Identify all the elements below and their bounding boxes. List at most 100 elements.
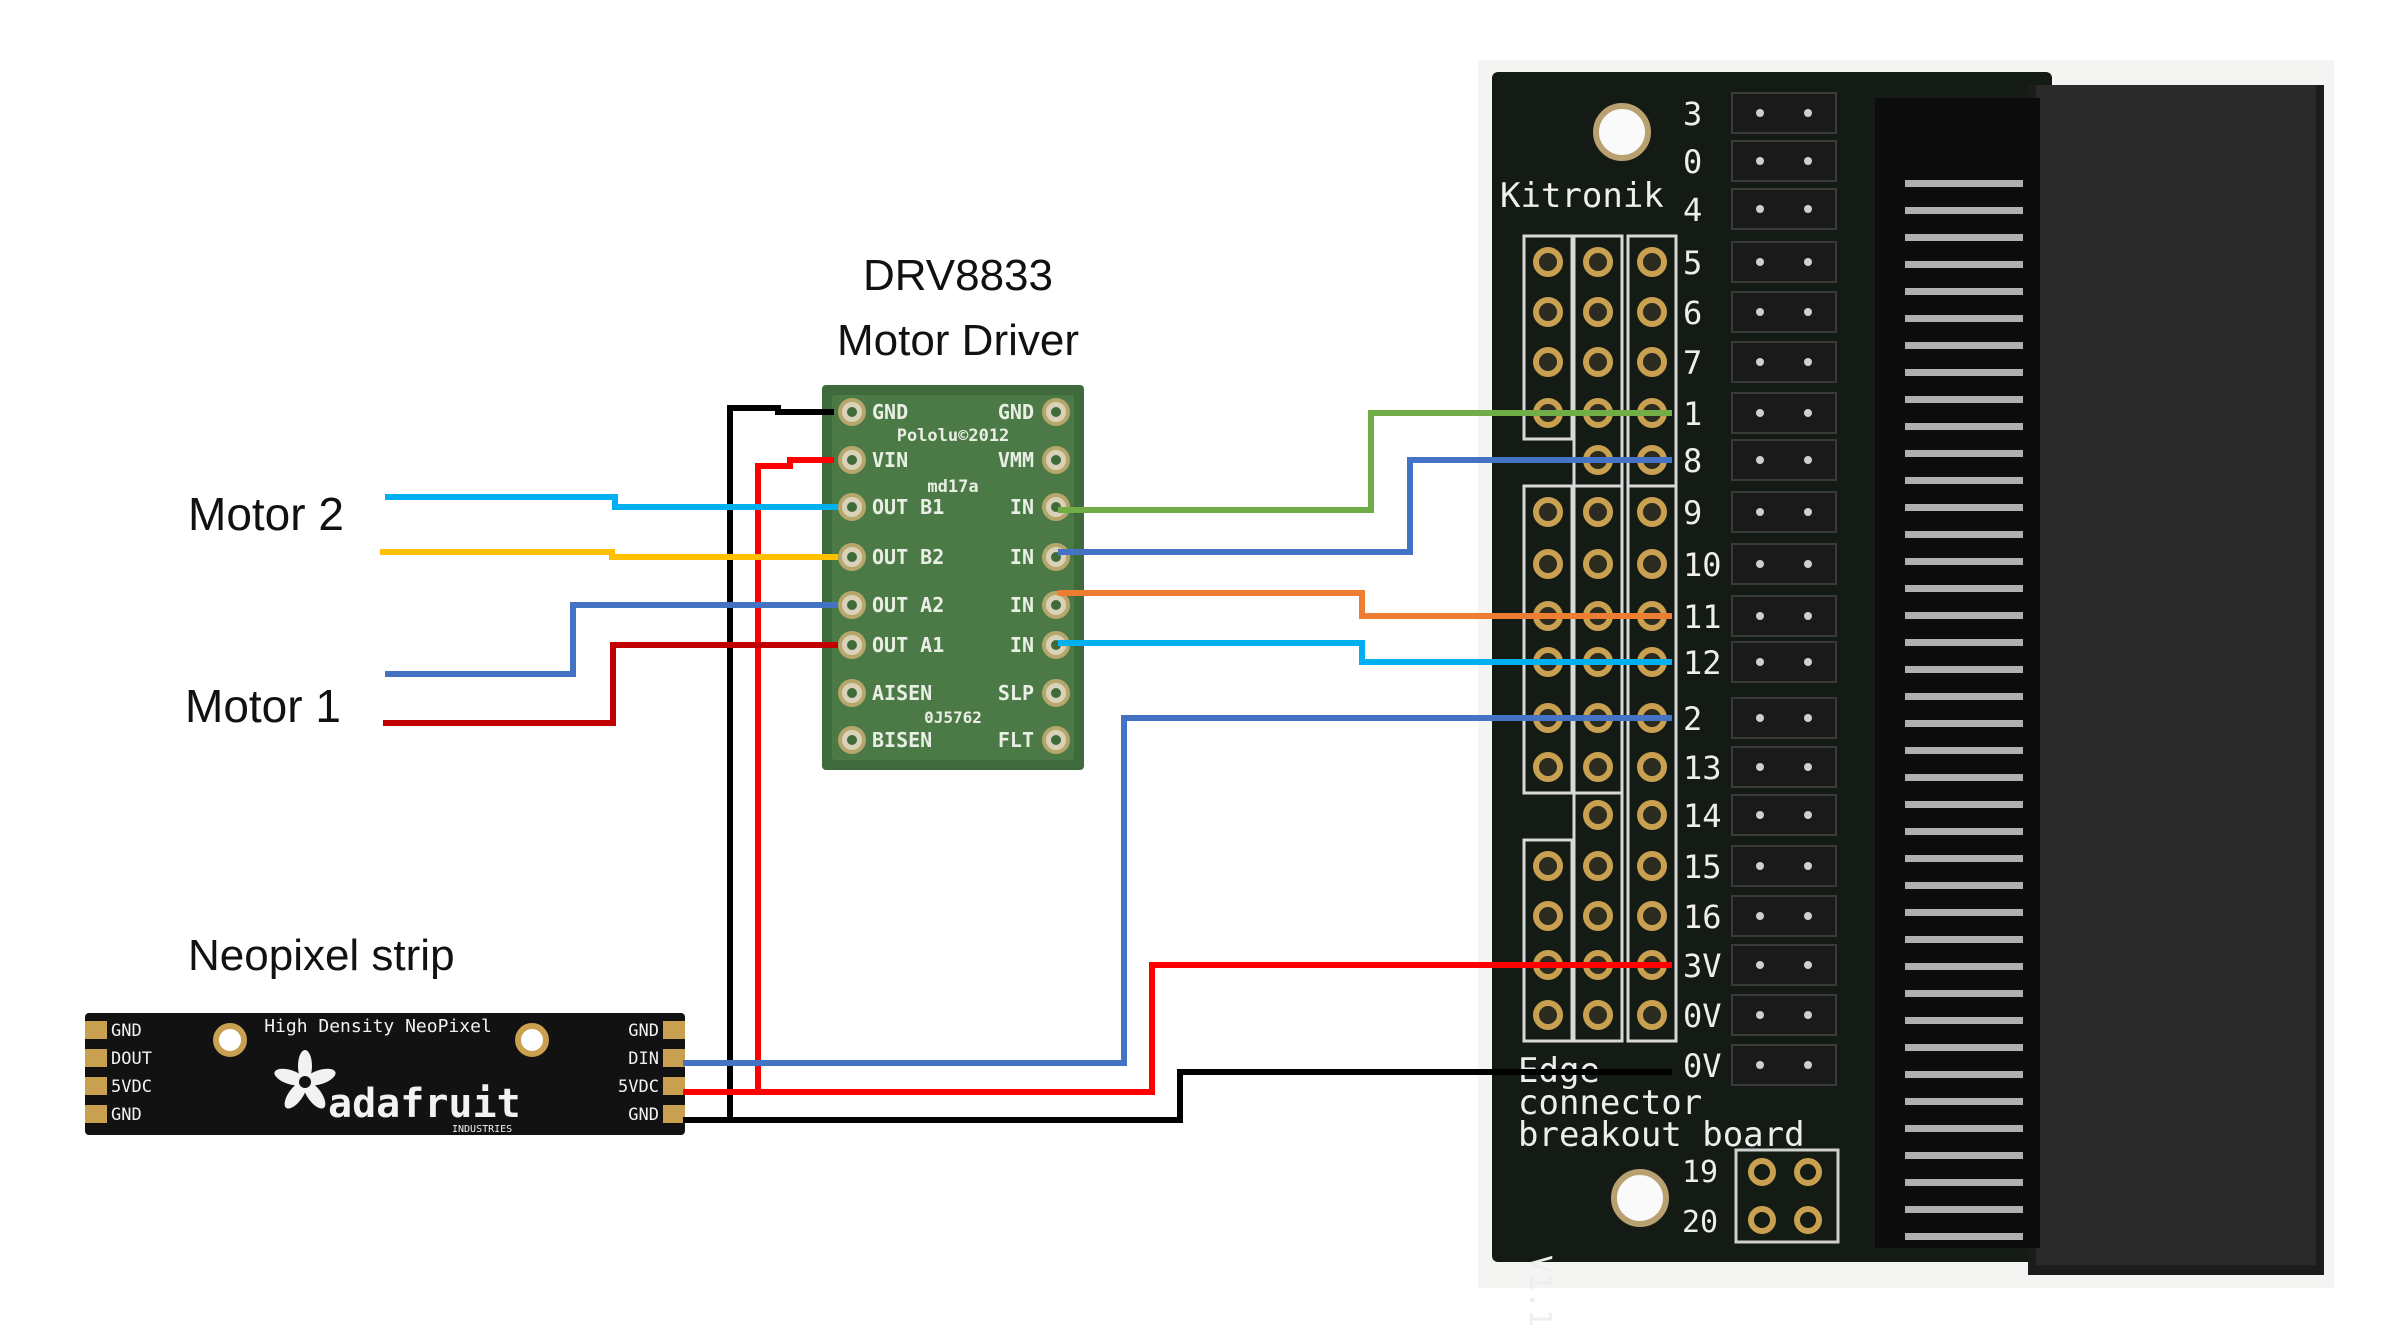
- wire-in-blue: [1058, 457, 1672, 555]
- pin-label: 6: [1683, 294, 1702, 332]
- wire-motor2-yellow: [380, 549, 838, 560]
- edge-finger: [1905, 1233, 2023, 1240]
- edge-finger: [1905, 1071, 2023, 1078]
- header-pin: [1731, 188, 1837, 230]
- edge-finger: [1905, 855, 2023, 862]
- mounting-hole: [1593, 103, 1651, 161]
- edge-finger: [1905, 1044, 2023, 1051]
- solder-pad: [1637, 800, 1667, 830]
- solder-pad: [1637, 1000, 1667, 1030]
- drv-pin-left-label: OUT B2: [872, 545, 944, 569]
- neopixel-pad-right-label: DIN: [628, 1049, 659, 1069]
- wire-in-lightblue: [1058, 640, 1672, 665]
- neopixel-pad-right-label: GND: [628, 1021, 659, 1041]
- neopixel-pad-right-label: GND: [628, 1105, 659, 1125]
- pin-label: 0V: [1683, 1047, 1722, 1085]
- edge-finger: [1905, 180, 2023, 187]
- pin-19-label: 19: [1682, 1155, 1718, 1190]
- drv-pin-right-label: FLT: [998, 728, 1034, 752]
- adafruit-sub: INDUSTRIES: [452, 1124, 512, 1135]
- edge-finger: [1905, 828, 2023, 835]
- edge-finger: [1905, 1017, 2023, 1024]
- header-pin: [1731, 1044, 1837, 1086]
- neopixel-pad-right-label: 5VDC: [618, 1077, 659, 1097]
- drv-pin-right-label: GND: [998, 400, 1034, 424]
- edge-finger: [1905, 909, 2023, 916]
- drv-model: md17a: [927, 477, 978, 497]
- neopixel-pad-left-label: DOUT: [111, 1049, 152, 1069]
- header-pin: [1731, 543, 1837, 585]
- neopixel-pad-right: [663, 1077, 685, 1095]
- drv-pin-left-label: AISEN: [872, 681, 932, 705]
- wire-gnd-black: [727, 405, 1672, 1123]
- edge-finger: [1905, 1125, 2023, 1132]
- header-pin: [1731, 291, 1837, 333]
- header-pin: [1731, 595, 1837, 637]
- solder-pad: [1583, 800, 1613, 830]
- solder-pad: [1637, 752, 1667, 782]
- edge-finger: [1905, 396, 2023, 403]
- edge-finger: [1905, 585, 2023, 592]
- kitronik-logo: Kitronik: [1500, 176, 1664, 216]
- wire-din-blue: [683, 715, 1672, 1066]
- pin-label: 15: [1683, 848, 1722, 886]
- neopixel-pad-left: [85, 1077, 107, 1095]
- pin-label: 13: [1683, 749, 1722, 787]
- pin-label: 3V: [1683, 947, 1722, 985]
- pin-label: 7: [1683, 344, 1702, 382]
- motor-1-label: Motor 1: [185, 680, 341, 732]
- solder-pad: [1533, 347, 1563, 377]
- edge-finger: [1905, 990, 2023, 997]
- header-pin: [1731, 697, 1837, 739]
- pin-label: 16: [1683, 898, 1722, 936]
- edge-finger: [1905, 639, 2023, 646]
- drv-pin-right-label: IN: [1010, 593, 1034, 617]
- drv-pin-left-label: BISEN: [872, 728, 932, 752]
- solder-pad: [1533, 851, 1563, 881]
- edge-finger: [1905, 234, 2023, 241]
- wires: [380, 405, 1672, 1123]
- motor-2-label: Motor 2: [188, 488, 344, 540]
- pin-label: 3: [1683, 95, 1702, 133]
- edge-finger: [1905, 801, 2023, 808]
- drv-pin-left-label: OUT B1: [872, 495, 944, 519]
- pin-label: 5: [1683, 244, 1702, 282]
- pin-label: 14: [1683, 797, 1722, 835]
- solder-pad: [1583, 752, 1613, 782]
- wire-motor1-red: [383, 642, 838, 726]
- wire-motor2-lightblue: [385, 494, 838, 510]
- pin-headers: [1522, 92, 1837, 1086]
- solder-pad: [1583, 497, 1613, 527]
- drv-pin-right-label: IN: [1010, 495, 1034, 519]
- header-pin: [1731, 794, 1837, 836]
- edge-finger: [1905, 720, 2023, 727]
- neopixel-strip-board: High Density NeoPixel adafruit INDUSTRIE…: [85, 1013, 685, 1135]
- pin-label: 11: [1683, 598, 1722, 636]
- driver-title-2: Motor Driver: [837, 316, 1079, 365]
- edge-finger: [1905, 747, 2023, 754]
- neopixel-pad-left-label: GND: [111, 1105, 142, 1125]
- edge-finger: [1905, 1152, 2023, 1159]
- header-pin: [1731, 746, 1837, 788]
- solder-pad: [1637, 549, 1667, 579]
- neopixel-pad-left: [85, 1049, 107, 1067]
- adafruit-flower-icon: [274, 1050, 336, 1109]
- pin-label: 4: [1683, 191, 1702, 229]
- neopixel-pad-right: [663, 1049, 685, 1067]
- edge-finger: [1905, 423, 2023, 430]
- pin-label: 10: [1683, 546, 1722, 584]
- header-pin: [1731, 944, 1837, 986]
- edge-connector-fingers: [1905, 180, 2023, 1240]
- drv-pin-left-label: VIN: [872, 448, 908, 472]
- header-pin: [1731, 92, 1837, 134]
- header-pin: [1731, 994, 1837, 1036]
- header-pin: [1731, 241, 1837, 283]
- solder-pad: [1533, 901, 1563, 931]
- drv-pin-left-label: OUT A2: [872, 593, 944, 617]
- edge-finger: [1905, 315, 2023, 322]
- header-pin: [1731, 845, 1837, 887]
- solder-pad: [1583, 1000, 1613, 1030]
- edge-connector-breakout-board: Kitronik 3045671891011122131415163V0V0V …: [1478, 60, 2334, 1327]
- edge-finger: [1905, 288, 2023, 295]
